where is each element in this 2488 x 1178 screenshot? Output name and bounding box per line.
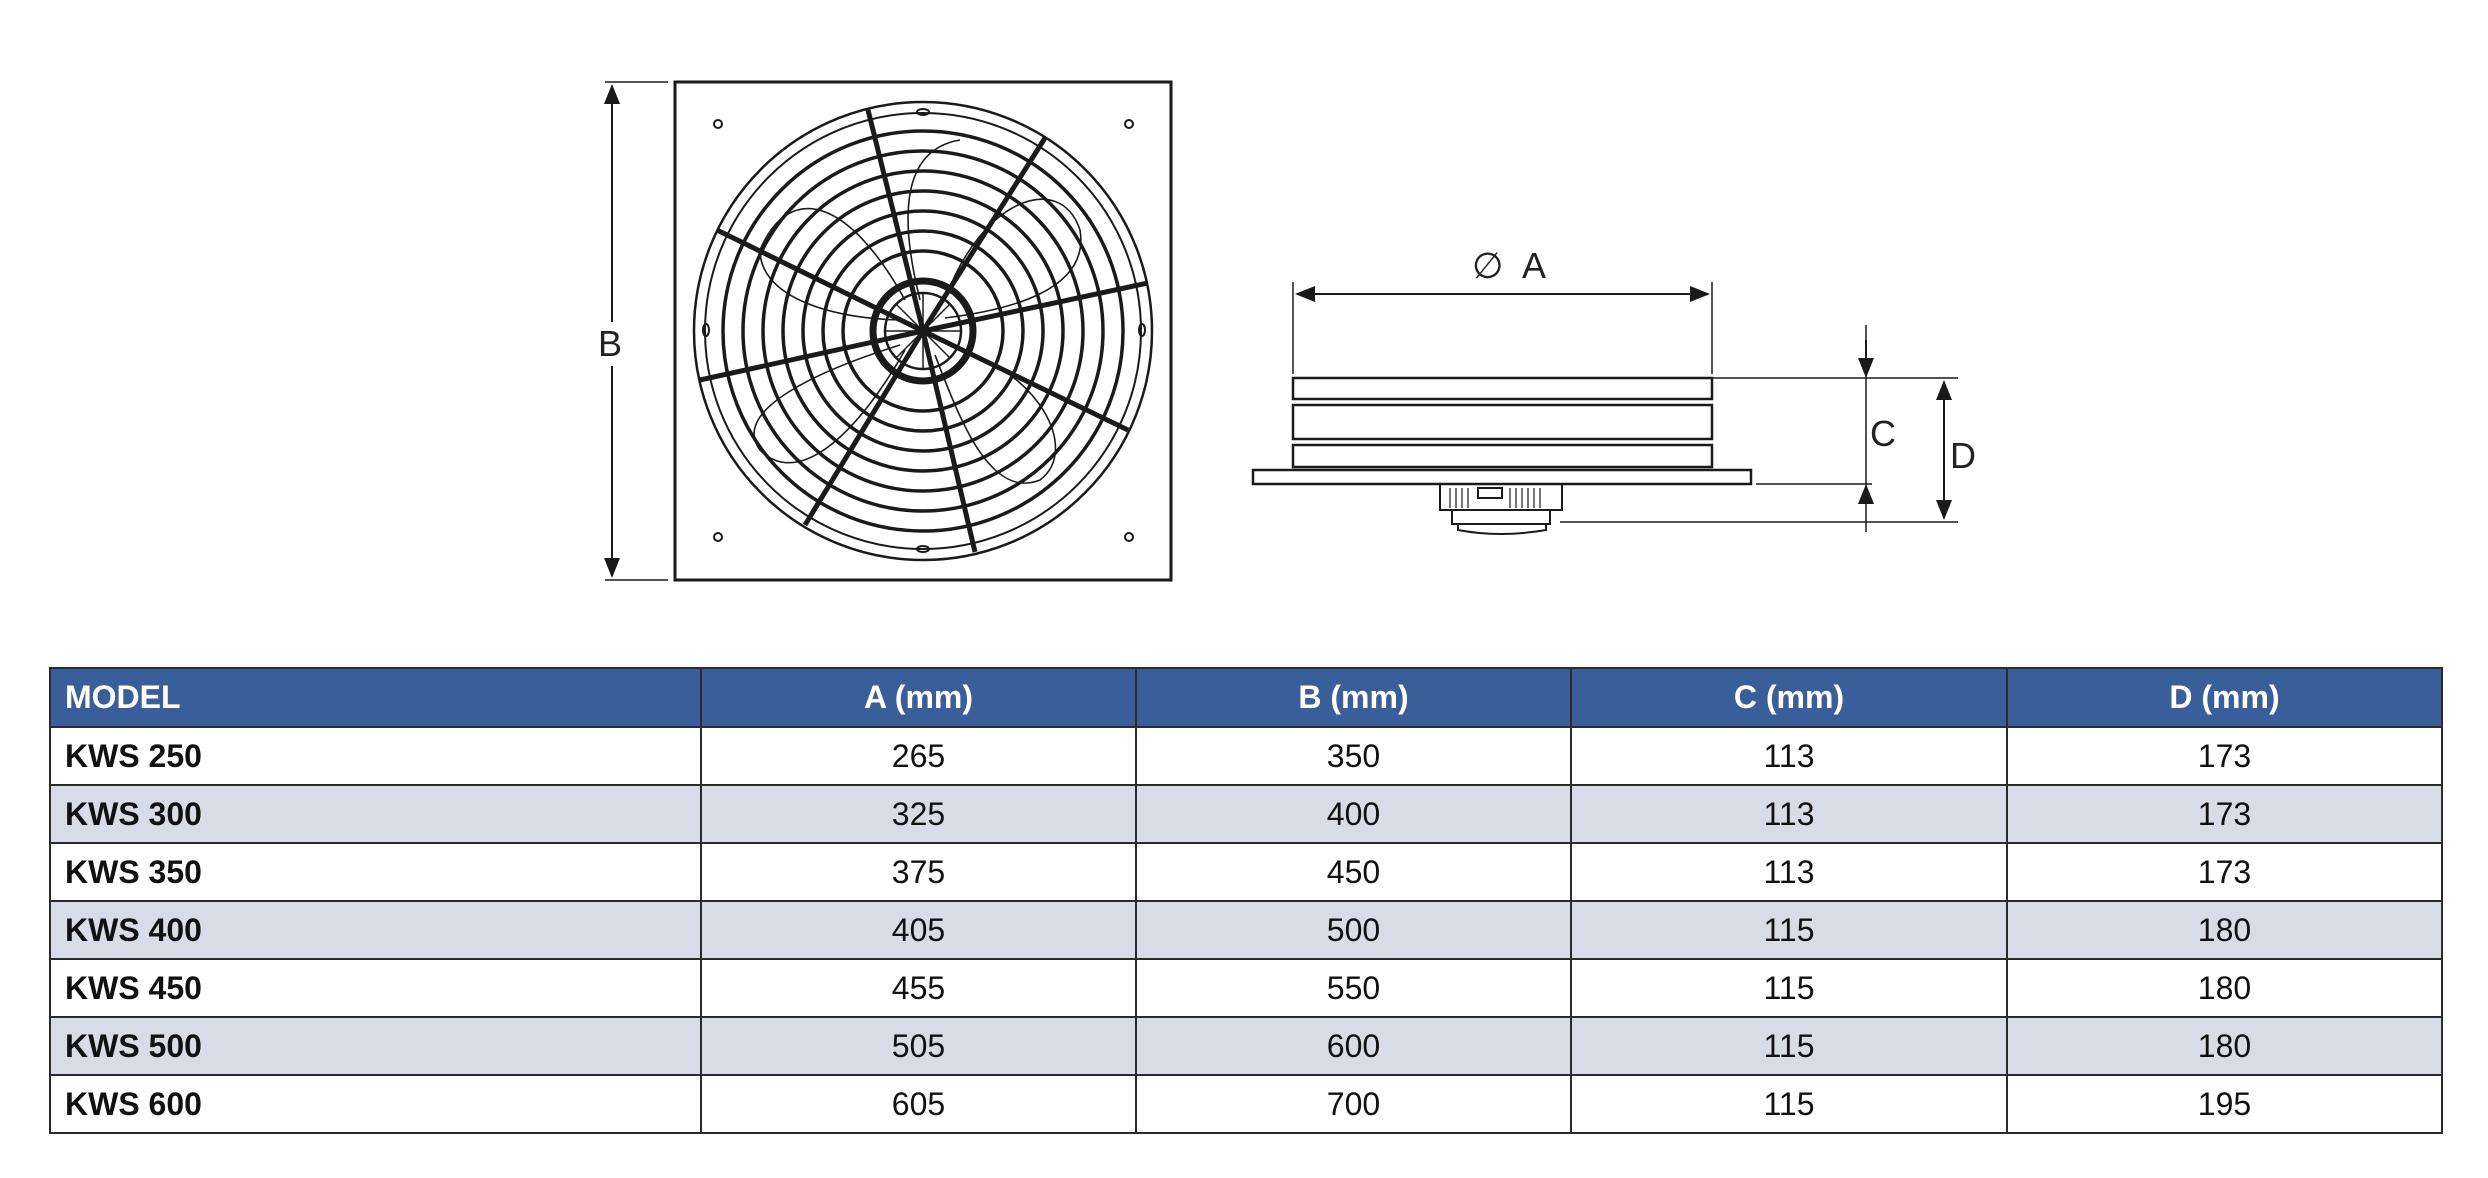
screw-hole-icon bbox=[713, 532, 723, 542]
cell-d: 195 bbox=[2006, 1074, 2443, 1134]
dimension-label-c: C bbox=[1870, 413, 1896, 454]
cell-b: 550 bbox=[1135, 958, 1572, 1018]
diameter-symbol: ∅ bbox=[1472, 245, 1503, 286]
cell-b: 400 bbox=[1135, 784, 1572, 844]
front-view bbox=[604, 80, 1173, 582]
cell-model: KWS 250 bbox=[49, 726, 702, 786]
table-header-row: MODEL A (mm) B (mm) C (mm) D (mm) bbox=[49, 667, 2443, 728]
cell-a: 325 bbox=[700, 784, 1137, 844]
cell-c: 115 bbox=[1570, 900, 2008, 960]
cell-model: KWS 500 bbox=[49, 1016, 702, 1076]
table-row: KWS 250 265 350 113 173 bbox=[49, 726, 2443, 786]
cell-a: 605 bbox=[700, 1074, 1137, 1134]
dimension-label-b: B bbox=[598, 323, 622, 364]
cell-d: 180 bbox=[2006, 958, 2443, 1018]
cell-c: 115 bbox=[1570, 1016, 2008, 1076]
header-c: C (mm) bbox=[1570, 667, 2008, 728]
table-row: KWS 300 325 400 113 173 bbox=[49, 784, 2443, 844]
cell-c: 113 bbox=[1570, 726, 2008, 786]
side-mounting-plate bbox=[1251, 468, 1753, 486]
cell-c: 115 bbox=[1570, 1074, 2008, 1134]
cell-b: 600 bbox=[1135, 1016, 1572, 1076]
screw-hole-icon bbox=[1124, 119, 1134, 129]
cell-b: 450 bbox=[1135, 842, 1572, 902]
cell-b: 500 bbox=[1135, 900, 1572, 960]
dimension-label-d: D bbox=[1950, 435, 1976, 476]
table-row: KWS 350 375 450 113 173 bbox=[49, 842, 2443, 902]
fan-blades bbox=[753, 139, 1082, 484]
cell-b: 700 bbox=[1135, 1074, 1572, 1134]
cell-a: 455 bbox=[700, 958, 1137, 1018]
table-row: KWS 400 405 500 115 180 bbox=[49, 900, 2443, 960]
header-d: D (mm) bbox=[2006, 667, 2443, 728]
table-row: KWS 600 605 700 115 195 bbox=[49, 1074, 2443, 1134]
cell-d: 180 bbox=[2006, 1016, 2443, 1076]
fan-dimension-drawing: B bbox=[598, 80, 1976, 582]
side-view bbox=[1251, 282, 1958, 535]
cell-a: 405 bbox=[700, 900, 1137, 960]
screw-hole-icon bbox=[713, 119, 723, 129]
screw-hole-icon bbox=[1124, 532, 1134, 542]
dimensions-table: MODEL A (mm) B (mm) C (mm) D (mm) KWS 25… bbox=[49, 667, 2443, 1134]
cell-model: KWS 450 bbox=[49, 958, 702, 1018]
header-b: B (mm) bbox=[1135, 667, 1572, 728]
cell-c: 115 bbox=[1570, 958, 2008, 1018]
table-row: KWS 450 455 550 115 180 bbox=[49, 958, 2443, 1018]
table-row: KWS 500 505 600 115 180 bbox=[49, 1016, 2443, 1076]
fan-outer-ring bbox=[692, 100, 1154, 562]
cell-d: 180 bbox=[2006, 900, 2443, 960]
cell-model: KWS 600 bbox=[49, 1074, 702, 1134]
cell-d: 173 bbox=[2006, 842, 2443, 902]
cell-c: 113 bbox=[1570, 784, 2008, 844]
cell-model: KWS 300 bbox=[49, 784, 702, 844]
header-model: MODEL bbox=[49, 667, 702, 728]
cell-c: 113 bbox=[1570, 842, 2008, 902]
cell-b: 350 bbox=[1135, 726, 1572, 786]
cell-a: 375 bbox=[700, 842, 1137, 902]
cell-model: KWS 400 bbox=[49, 900, 702, 960]
guard-grille bbox=[721, 129, 1125, 533]
header-a: A (mm) bbox=[700, 667, 1137, 728]
cell-d: 173 bbox=[2006, 784, 2443, 844]
mounting-plate bbox=[673, 80, 1173, 582]
cell-model: KWS 350 bbox=[49, 842, 702, 902]
cell-a: 505 bbox=[700, 1016, 1137, 1076]
dimension-label-a: A bbox=[1522, 245, 1546, 286]
motor-housing bbox=[1439, 483, 1563, 535]
motor-hub bbox=[869, 277, 977, 385]
cell-a: 265 bbox=[700, 726, 1137, 786]
cell-d: 173 bbox=[2006, 726, 2443, 786]
